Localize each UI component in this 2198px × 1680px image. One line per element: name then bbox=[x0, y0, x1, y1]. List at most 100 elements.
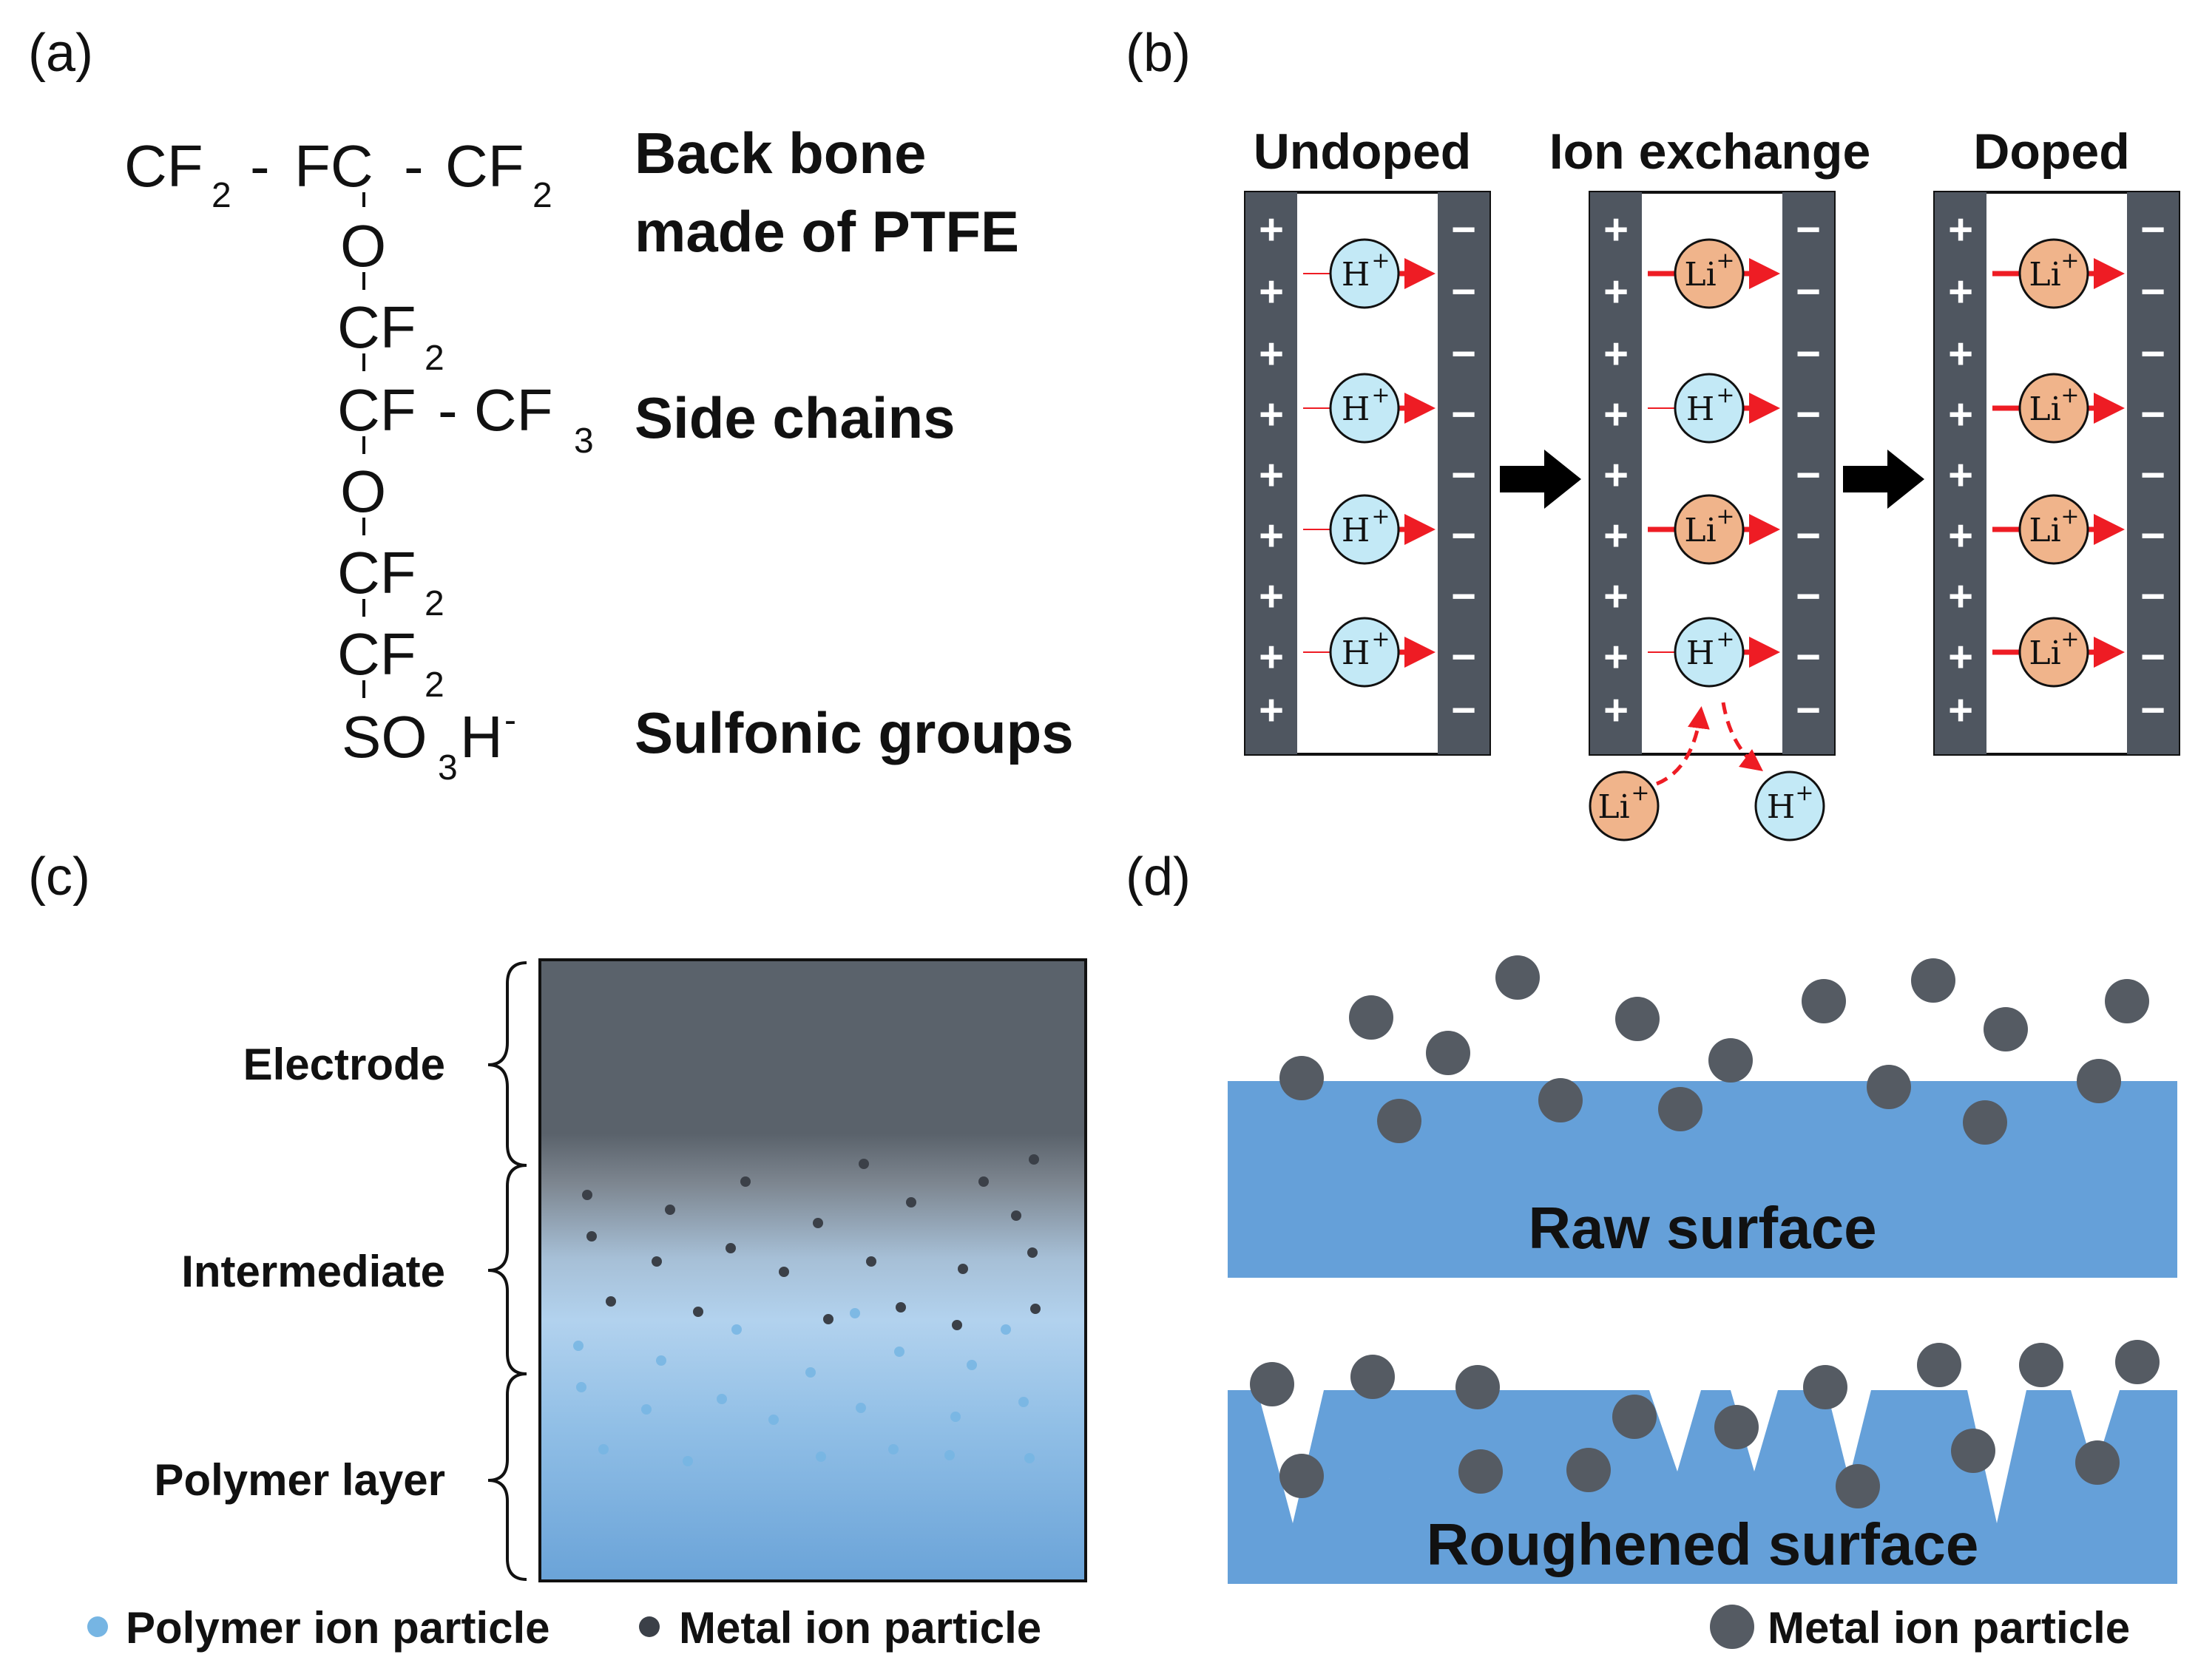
minus-sign: − bbox=[1796, 633, 1821, 681]
plus-sign: + bbox=[1948, 390, 1973, 438]
plus-sign: + bbox=[1603, 633, 1629, 681]
panel-c: (c) Electrode Intermediate Polymer layer… bbox=[28, 847, 1087, 1653]
metal-ion-particle bbox=[1951, 1429, 1995, 1473]
cathode-band bbox=[2127, 192, 2179, 754]
metal-ion-particle bbox=[896, 1302, 906, 1312]
metal-ion-particle bbox=[2115, 1340, 2160, 1384]
polymer-ion-particle bbox=[683, 1456, 693, 1466]
minus-sign: − bbox=[2140, 206, 2165, 254]
process-arrow-2 bbox=[1843, 450, 1924, 509]
plus-sign: + bbox=[1948, 633, 1973, 681]
metal-ion-particle bbox=[1377, 1099, 1421, 1143]
metal-ion-particle bbox=[1538, 1078, 1583, 1122]
ion-charge: + bbox=[2060, 382, 2079, 408]
plus-sign: + bbox=[1948, 572, 1973, 620]
raw-surface-label: Raw surface bbox=[1528, 1195, 1876, 1261]
plus-sign: + bbox=[1259, 330, 1284, 378]
minus-sign: − bbox=[2140, 330, 2165, 378]
metal-ion-particle bbox=[606, 1296, 616, 1307]
metal-ion-particle bbox=[2019, 1343, 2063, 1387]
metal-ion-particle bbox=[952, 1320, 962, 1330]
roughened-surface-slab bbox=[1228, 1390, 2177, 1584]
cell-doped: +++++++++−−−−−−−−−Li+Li+Li+Li+ bbox=[1933, 191, 2180, 756]
plus-sign: + bbox=[1259, 451, 1284, 499]
ion-charge: + bbox=[2060, 626, 2079, 652]
cathode-band bbox=[1782, 192, 1834, 754]
metal-ion-particle bbox=[1612, 1395, 1657, 1439]
metal-ion-particle bbox=[582, 1190, 592, 1200]
layered-structure-box bbox=[538, 958, 1087, 1582]
polymer-ion-particle bbox=[816, 1452, 826, 1462]
panel-d: (d) Raw surface Roughened surface Metal … bbox=[1126, 847, 2177, 1653]
cf2-chain-c: CF bbox=[337, 621, 416, 687]
polymer-ion-particle bbox=[1024, 1453, 1035, 1463]
polymer-ion-particle bbox=[717, 1394, 727, 1404]
minus-sign: − bbox=[1451, 451, 1476, 499]
metal-ion-particle bbox=[1708, 1038, 1753, 1083]
side-chain-formula: O CF 2 CF - CF 3 O CF 2 CF 2 SO 3 H - bbox=[337, 192, 594, 788]
li-ion: Li+ bbox=[1648, 494, 1780, 565]
h-ion: H+ bbox=[1303, 373, 1436, 444]
oxygen-1: O bbox=[340, 213, 386, 279]
metal-ion-particle bbox=[1029, 1154, 1039, 1165]
minus-sign: − bbox=[1796, 206, 1821, 254]
cf-branch: CF bbox=[337, 377, 416, 443]
cell-undoped: +++++++++−−−−−−−−−H+H+H+H+ bbox=[1244, 191, 1491, 756]
ion-label: H bbox=[1686, 390, 1714, 428]
metal-ion-particle bbox=[740, 1176, 751, 1187]
minus-sign: − bbox=[1796, 572, 1821, 620]
ion-charge: + bbox=[1371, 382, 1390, 408]
plus-sign: + bbox=[1259, 206, 1284, 254]
metal-ion-particle bbox=[1279, 1454, 1324, 1498]
metal-ion-particle bbox=[1963, 1100, 2007, 1145]
ion-label: Li bbox=[2029, 634, 2060, 672]
metal-ion-particle bbox=[1279, 1056, 1324, 1100]
cf2-chain-a-subscript: 2 bbox=[425, 339, 444, 378]
plus-sign: + bbox=[1948, 268, 1973, 316]
plus-sign: + bbox=[1259, 686, 1284, 734]
minus-sign: − bbox=[2140, 451, 2165, 499]
minus-sign: − bbox=[1451, 268, 1476, 316]
plus-sign: + bbox=[1603, 451, 1629, 499]
cf2-right: CF bbox=[445, 133, 524, 199]
plus-sign: + bbox=[1948, 330, 1973, 378]
metal-ion-particle bbox=[1011, 1210, 1021, 1221]
metal-ion-particle bbox=[859, 1159, 869, 1169]
ion-charge: + bbox=[2060, 248, 2079, 274]
layer-label-electrode: Electrode bbox=[243, 1040, 445, 1089]
metal-ion-particle bbox=[1911, 958, 1955, 1003]
metal-ion-particle bbox=[866, 1256, 876, 1267]
polymer-ion-particle bbox=[850, 1308, 860, 1318]
layer-label-polymer: Polymer layer bbox=[154, 1455, 445, 1505]
panel-b: (b) Undoped Ion exchange Doped +++++++++… bbox=[1126, 24, 2180, 841]
metal-ion-particle bbox=[1714, 1405, 1759, 1449]
plus-sign: + bbox=[1948, 451, 1973, 499]
minus-sign: − bbox=[1796, 512, 1821, 560]
metal-ion-particle bbox=[813, 1218, 823, 1228]
minus-sign: − bbox=[1451, 206, 1476, 254]
metal-ion-particle bbox=[1458, 1449, 1503, 1494]
metal-ion-particle bbox=[2075, 1440, 2120, 1485]
metal-ion-particle bbox=[693, 1307, 703, 1317]
metal-ion-particle bbox=[1803, 1365, 1847, 1409]
metal-ion-particle bbox=[779, 1267, 789, 1277]
metal-ion-particle bbox=[823, 1314, 833, 1324]
ion-label: H bbox=[1342, 634, 1370, 672]
ion-charge: + bbox=[1371, 626, 1390, 652]
polymer-ion-particle bbox=[950, 1412, 961, 1422]
ion-exchange-cells: +++++++++−−−−−−−−−H+H+H+H++++++++++−−−−−… bbox=[1244, 191, 2180, 756]
side-chains-desc: Side chains bbox=[635, 385, 956, 450]
backbone-desc-line2: made of PTFE bbox=[635, 199, 1019, 264]
cf2-chain-c-subscript: 2 bbox=[425, 665, 444, 705]
minus-sign: − bbox=[1451, 572, 1476, 620]
plus-sign: + bbox=[1259, 512, 1284, 560]
li-ion-free-charge: + bbox=[1631, 780, 1649, 806]
plus-sign: + bbox=[1259, 572, 1284, 620]
minus-sign: − bbox=[1796, 686, 1821, 734]
li-ion-free-label: Li bbox=[1597, 788, 1629, 826]
sulfonic-so-subscript: 3 bbox=[438, 748, 458, 788]
particle-cloud bbox=[573, 1154, 1041, 1466]
process-arrow-1 bbox=[1500, 450, 1581, 509]
ion-charge: + bbox=[1716, 382, 1734, 408]
layer-label-intermediate: Intermediate bbox=[181, 1247, 445, 1296]
